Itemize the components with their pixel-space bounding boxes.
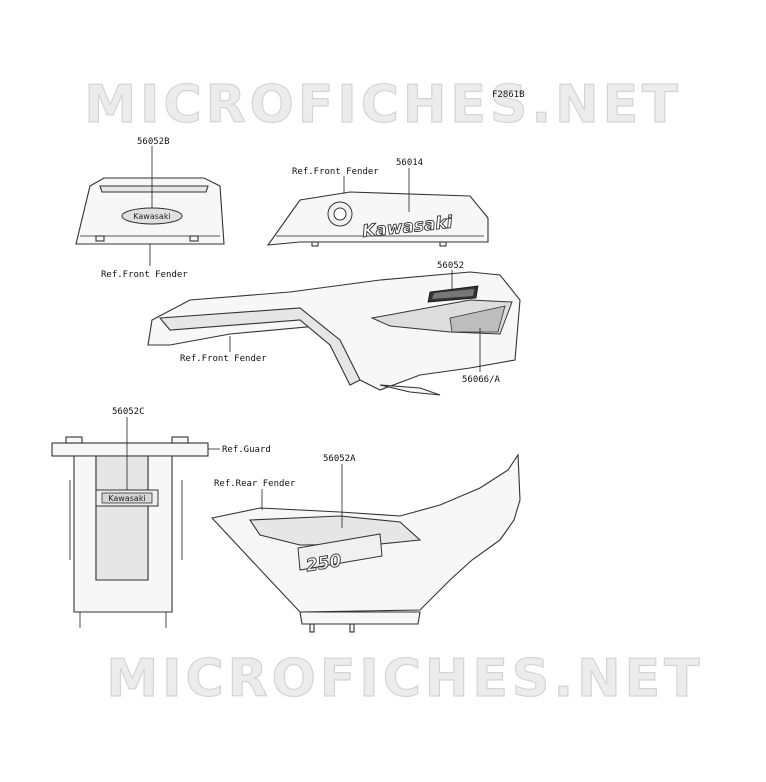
stripe-decal-56066a <box>370 299 513 335</box>
part-label-56052b: 56052B <box>137 137 170 147</box>
emblem-text-kawasaki-1: Kawasaki <box>133 212 170 221</box>
ref-label-rear-fender: Ref.Rear Fender <box>214 479 296 489</box>
guard-part <box>51 436 209 628</box>
front-fender-side-panel <box>266 191 489 247</box>
part-label-56052c: 56052C <box>112 407 145 417</box>
part-label-56066a: 56066/A <box>462 375 501 385</box>
part-label-56052: 56052 <box>437 261 464 271</box>
part-label-56052a: 56052A <box>323 454 356 464</box>
front-fender-part <box>147 271 521 396</box>
part-label-56014: 56014 <box>396 158 423 168</box>
ref-label-guard: Ref.Guard <box>222 445 271 455</box>
watermark-bottom: MICROFICHES.NET <box>106 649 703 709</box>
ref-label-front-fender-3: Ref.Front Fender <box>180 354 267 364</box>
ref-label-front-fender-1: Ref.Front Fender <box>101 270 188 280</box>
badge-decal-56052 <box>427 285 479 303</box>
emblem-text-kawasaki-2: Kawasaki <box>108 494 145 503</box>
ref-label-front-fender-2: Ref.Front Fender <box>292 167 379 177</box>
figure-code: F2861B <box>492 90 525 100</box>
kawasaki-emblem-56052b: Kawasaki <box>121 207 183 225</box>
watermark-top: MICROFICHES.NET <box>84 75 681 135</box>
kawasaki-emblem-56052c: Kawasaki <box>95 489 159 507</box>
